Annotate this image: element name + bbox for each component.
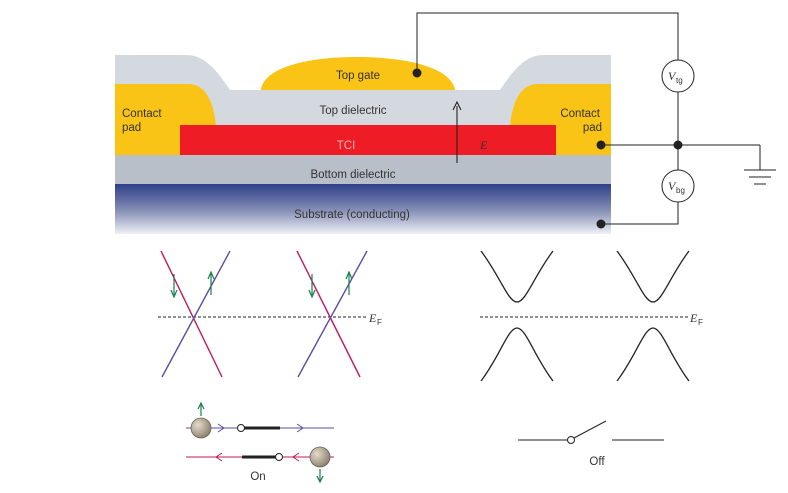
substrate-label: Substrate (conducting) xyxy=(294,209,410,221)
gate-wire xyxy=(416,12,679,73)
contact-pad-left-line2: pad xyxy=(122,122,141,134)
device-cross-section: Top gate Top dielectric Contact pad Cont… xyxy=(115,55,611,234)
switch-off xyxy=(518,420,664,444)
contact-pad-left-line1: Contact xyxy=(122,108,162,120)
field-arrowhead xyxy=(452,100,462,111)
gap1-valence-band xyxy=(480,327,554,382)
gate-terminal xyxy=(412,68,422,78)
vtg-source xyxy=(661,59,695,93)
on-top-spin-up-head xyxy=(197,401,205,410)
substrate-wire xyxy=(601,202,679,225)
cone2-spin-down-head xyxy=(308,289,316,299)
cone1-spin-down-head xyxy=(170,289,178,299)
bottom-dielectric-label: Bottom dielectric xyxy=(310,169,395,181)
vtg-label-main: V xyxy=(668,69,677,83)
off-switch-pivot xyxy=(567,436,575,444)
bottom-dielectric-layer xyxy=(115,155,611,184)
tci-channel xyxy=(180,125,556,155)
top-dielectric-label: Top dielectric xyxy=(319,105,386,117)
fermi-label-left-main: E xyxy=(368,311,377,325)
cone1-band-magenta xyxy=(160,250,223,378)
gap2-valence-band xyxy=(616,327,690,382)
cone2-band-violet xyxy=(297,250,368,378)
circuit xyxy=(412,12,776,229)
top-gate-label: Top gate xyxy=(336,70,380,82)
on-bottom-terminal xyxy=(275,453,283,461)
cone1-band-violet xyxy=(161,250,231,378)
vbg-source xyxy=(661,169,695,203)
band-diagram-gapped xyxy=(480,250,690,382)
gap2-conduction-band xyxy=(616,250,690,303)
cone2-spin-up-head xyxy=(345,270,353,280)
cone1-spin-up-head xyxy=(207,270,215,280)
on-bottom-chevron-1 xyxy=(215,452,223,462)
vtg-label-sub: tg xyxy=(676,76,683,85)
on-bottom-electron xyxy=(309,446,331,468)
substrate-terminal xyxy=(596,219,606,229)
off-label: Off xyxy=(589,456,605,468)
top-gate xyxy=(261,57,455,90)
on-bottom-spin-down-head xyxy=(316,475,324,484)
on-top-electron xyxy=(190,417,212,439)
gap1-conduction-band xyxy=(480,250,554,303)
on-top-terminal xyxy=(237,424,245,432)
switch-on xyxy=(186,401,334,484)
vbg-label-sub: bg xyxy=(676,186,685,195)
tci-label: TCI xyxy=(337,140,356,152)
contact-terminal xyxy=(596,140,606,150)
fermi-label-left-sub: F xyxy=(377,318,382,327)
fermi-label-right-main: E xyxy=(689,311,698,325)
fermi-label-right-sub: F xyxy=(698,318,703,327)
vbg-label-main: V xyxy=(668,179,677,193)
field-label: E xyxy=(479,138,488,152)
on-top-chevron-1 xyxy=(217,423,225,433)
contact-pad-right-line1: Contact xyxy=(560,108,600,120)
off-switch-blade xyxy=(573,420,607,439)
band-diagram-gapless xyxy=(158,250,368,378)
on-label: On xyxy=(250,471,265,483)
on-top-chevron-2 xyxy=(296,423,304,433)
substrate-layer xyxy=(115,184,611,234)
on-bottom-chevron-2 xyxy=(292,452,300,462)
contact-pad-right-line2: pad xyxy=(583,122,602,134)
cone2-band-magenta xyxy=(296,250,361,378)
